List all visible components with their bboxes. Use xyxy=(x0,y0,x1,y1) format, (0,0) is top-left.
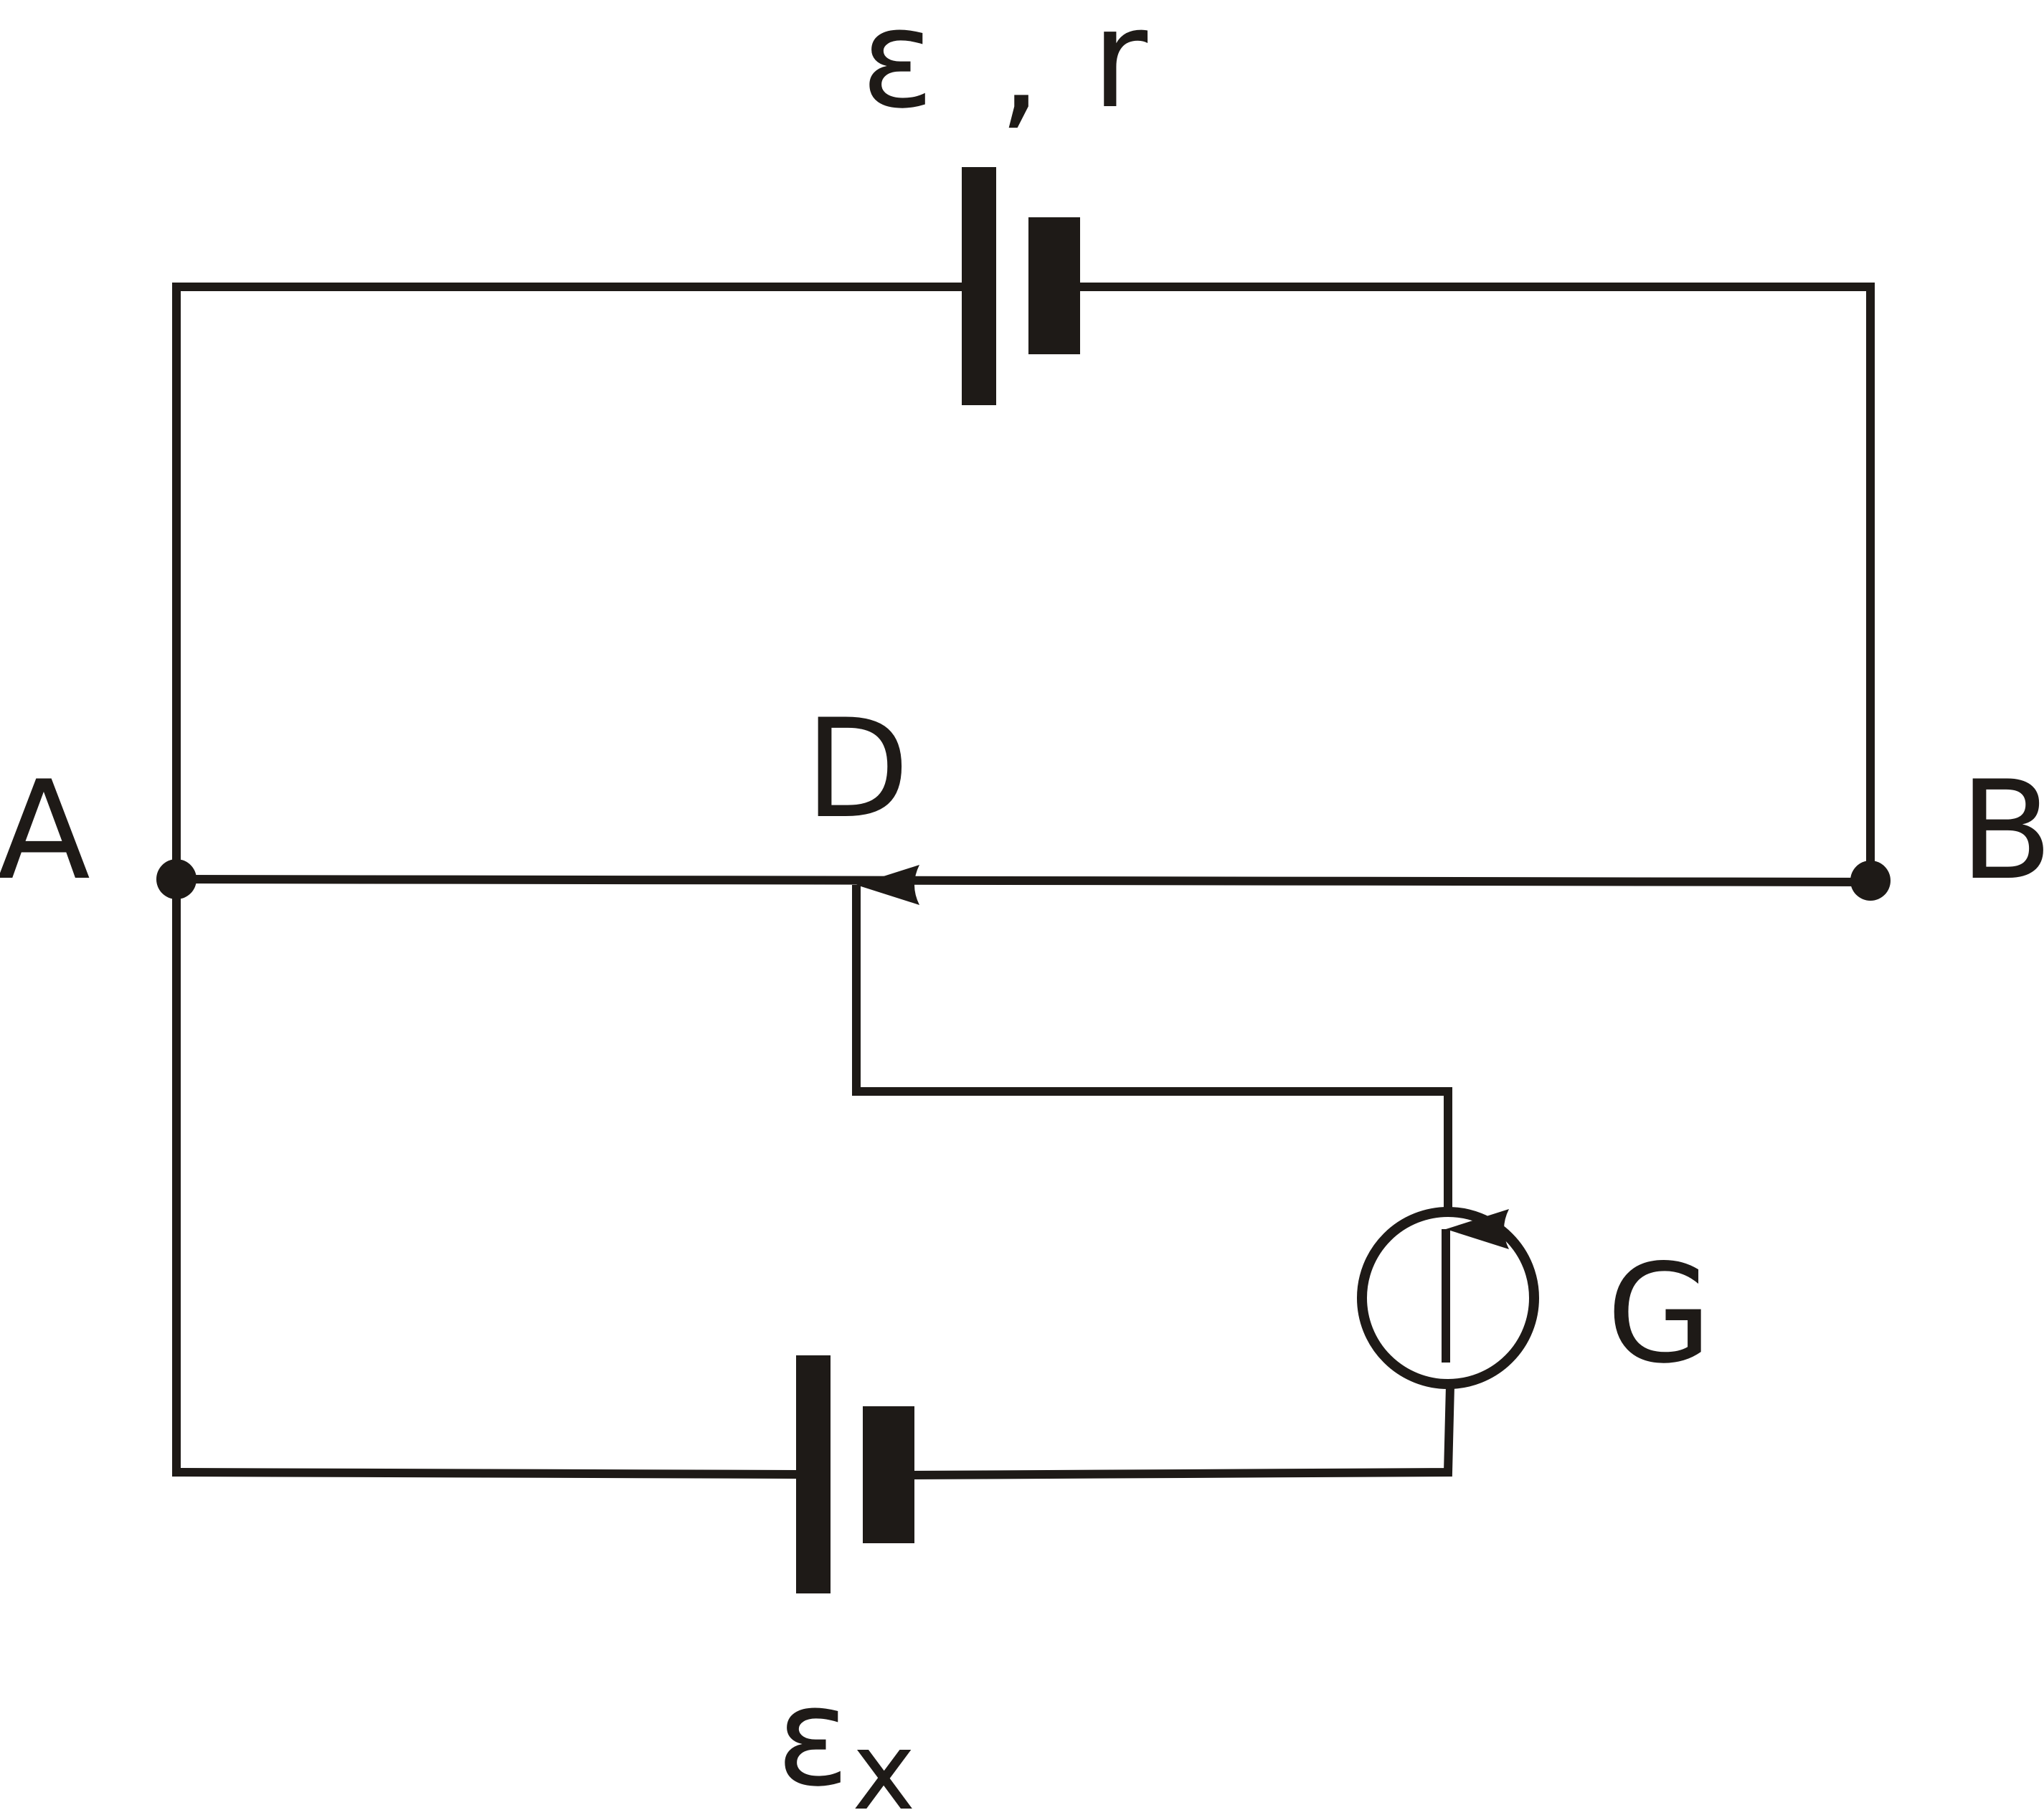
source-resistance-label: r xyxy=(1092,0,1148,138)
test-emf-subscript-label: x xyxy=(852,1710,916,1810)
slide-wire-ab xyxy=(176,875,1871,886)
wire-top-right xyxy=(1079,283,1875,879)
test-circuit-wires xyxy=(172,879,1454,1479)
node-b-label: B xyxy=(1959,752,2044,910)
source-emf-label: ε xyxy=(861,0,935,138)
wire-galvanometer-to-cell xyxy=(912,1385,1454,1479)
test-emf-label: ε xyxy=(776,1658,850,1810)
test-cell xyxy=(796,1355,914,1593)
wire-left-down xyxy=(172,879,798,1479)
driver-cell xyxy=(962,167,1080,405)
driver-circuit-wires xyxy=(172,283,1875,879)
driver-cell-short-plate xyxy=(1028,217,1080,354)
test-cell-short-plate xyxy=(863,1406,914,1543)
driver-cell-long-plate xyxy=(962,167,996,405)
wire-jockey-to-galvanometer xyxy=(852,932,1452,1212)
test-cell-long-plate xyxy=(796,1355,831,1593)
wire-top-left xyxy=(172,283,963,879)
source-separator-label: , xyxy=(998,0,1041,144)
jockey-d-label: D xyxy=(805,690,909,848)
node-a-label: A xyxy=(0,752,90,910)
node-b-dot xyxy=(1850,861,1891,901)
galvanometer-label: G xyxy=(1607,1235,1712,1393)
galvanometer xyxy=(1357,1207,1539,1389)
